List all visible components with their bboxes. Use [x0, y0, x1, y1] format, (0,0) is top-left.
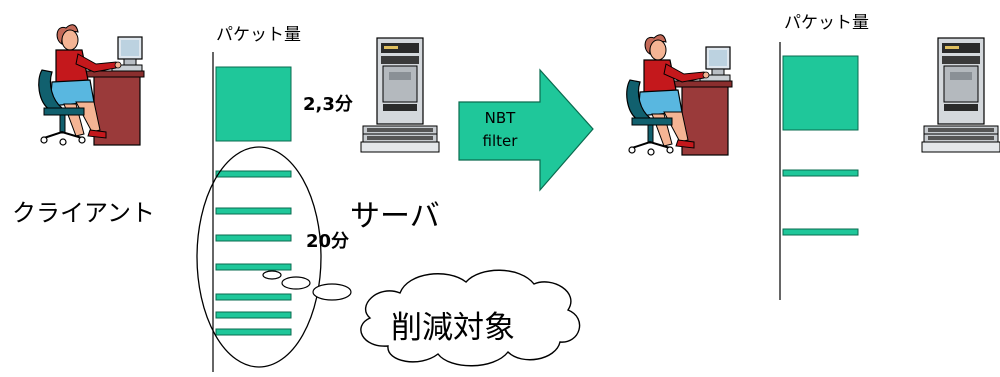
packet-block-large	[215, 66, 292, 142]
packet-bars-right	[782, 169, 859, 236]
thought-bubbles	[262, 270, 352, 301]
client-icon-left	[37, 23, 145, 146]
nbt-filter-arrow: NBT filter	[458, 68, 594, 192]
packet-bar	[215, 234, 292, 242]
packet-bar	[215, 263, 292, 271]
server-label: サーバ	[350, 199, 440, 234]
duration-long-label: 20分	[306, 231, 349, 252]
packet-bar	[215, 328, 292, 336]
packet-bar	[782, 169, 859, 177]
reduction-ellipse	[196, 146, 322, 368]
packet-bar	[215, 293, 292, 301]
server-icon-right	[921, 37, 1000, 153]
filter-label-line2: filter	[483, 132, 519, 150]
packet-bar	[782, 228, 859, 236]
packet-bar	[215, 170, 292, 178]
packet-bar	[215, 311, 292, 319]
packet-block-large-right	[782, 55, 859, 131]
client-icon-right	[625, 33, 733, 156]
reduction-target-label: 削減対象	[391, 310, 515, 346]
filter-label-line1: NBT	[485, 109, 517, 127]
packet-bars-left	[215, 170, 292, 336]
duration-short-label: 2,3分	[303, 94, 353, 115]
client-label: クライアント	[12, 199, 155, 227]
packet-volume-label-left: パケット量	[216, 25, 301, 45]
reduction-cloud	[360, 269, 581, 367]
packet-volume-label-right: パケット量	[784, 13, 869, 33]
server-icon-left	[360, 37, 440, 153]
packet-bar	[215, 207, 292, 215]
